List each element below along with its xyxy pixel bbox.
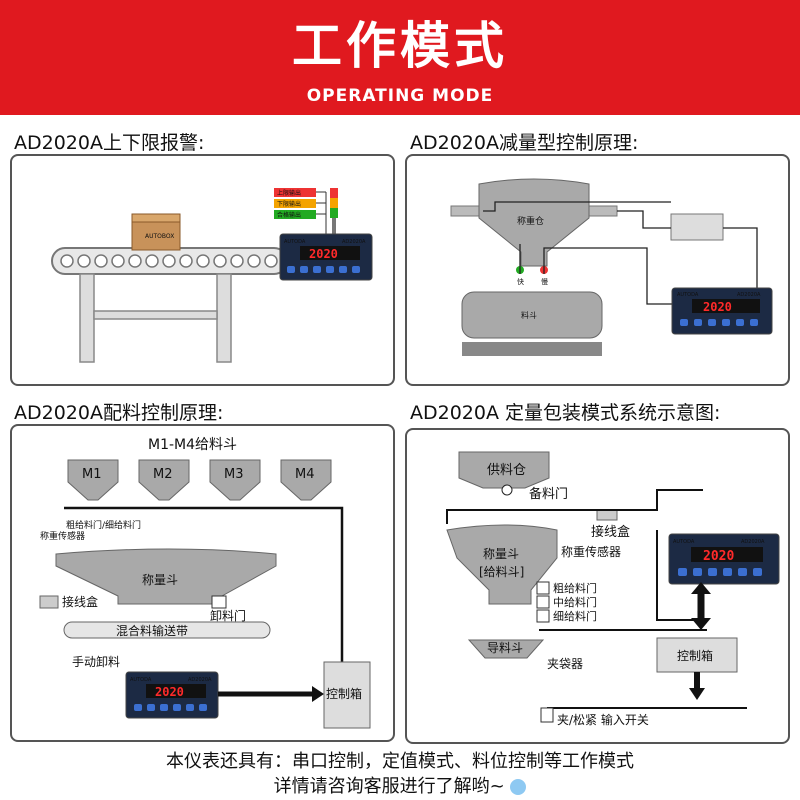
weighing-indicator-3: [125, 671, 219, 719]
feed-hoppers: [67, 459, 332, 501]
signal-wires: [483, 201, 758, 294]
indicator3-display: 2020: [155, 685, 184, 699]
junction-box-icon: [39, 595, 59, 609]
collection-bin: [461, 291, 603, 339]
cardboard-box-icon: [131, 213, 181, 251]
page-subtitle: OPERATING MODE: [306, 86, 494, 106]
control-box-3-label: 控制箱: [326, 686, 362, 701]
smile-icon: [510, 779, 527, 795]
alarm-lights: [274, 188, 316, 219]
bag-clamp-label: 夹袋器: [547, 657, 583, 671]
weigh-hopper-label: 称量斗: [142, 573, 178, 587]
control-wires: [446, 489, 747, 709]
footer-line-2: 详情请咨询客服进行了解哟~: [0, 772, 800, 798]
guide-hopper-label: 导料斗: [487, 641, 523, 655]
junction-box-icon: [596, 509, 618, 521]
alarm-diagram-svg: AUTOBOX 上限输出 下限输出 合格输出 AUTODA AD2020A 20…: [51, 188, 373, 363]
header-banner: 工作模式 OPERATING MODE: [0, 0, 800, 115]
junction-box-icon: [670, 213, 724, 241]
indicator3-model: AD2020A: [188, 677, 212, 683]
box-label: AUTOBOX: [145, 233, 174, 240]
footer-line-2-text: 详情请咨询客服进行了解哟~: [273, 776, 505, 797]
control-box-4-label: 控制箱: [677, 648, 713, 663]
light-upper: 上限输出: [277, 189, 301, 197]
gate-coarse: 粗给料门: [553, 581, 597, 595]
hopper-m3: M3: [224, 467, 244, 482]
feed-hopper-label: [给料斗]: [479, 565, 524, 579]
weighing-indicator-4: [668, 533, 780, 585]
panel3-title: AD2020A配料控制原理:: [14, 402, 224, 424]
control-box-3: [323, 661, 371, 729]
hopper-m4: M4: [295, 467, 315, 482]
light-lower: 下限输出: [277, 200, 301, 208]
indicator-brand: AUTODA: [284, 239, 306, 245]
hopper-m2: M2: [153, 467, 173, 482]
panel2-title: AD2020A减量型控制原理:: [410, 132, 639, 154]
sensor-label: 称重传感器: [561, 544, 621, 559]
panel4-title: AD2020A 定量包装模式系统示意图:: [410, 402, 721, 424]
supply-bin-label: 供料仓: [487, 463, 526, 478]
valve-slow-label: 慢: [541, 277, 548, 286]
collection-bin-label: 料斗: [521, 310, 537, 320]
indicator3-brand: AUTODA: [130, 677, 152, 683]
switch-icon: [540, 707, 554, 723]
panel-packaging-diagram: 供料仓 备料门 接线盒 称量斗 [给料斗] 称重传感器 粗给料门 中给料门 细给…: [405, 428, 790, 744]
panel-reduction-diagram: 称重仓 快 慢 料斗 AUTODA AD2020A 2020: [405, 154, 790, 386]
junction-box-label: 接线盒: [591, 524, 630, 540]
discharge-gate-label: 卸料门: [210, 608, 246, 623]
indicator4-brand: AUTODA: [673, 539, 695, 545]
sensor-label: 称重传感器: [40, 530, 85, 542]
switch-label: 夹/松紧 输入开关: [557, 712, 649, 727]
hoppers-title: M1-M4给料斗: [148, 437, 237, 453]
weigh-hopper: [446, 524, 558, 605]
indicator-display: 2020: [309, 247, 338, 261]
mixing-conveyor: [63, 621, 271, 639]
gate-medium: 中给料门: [553, 595, 597, 609]
manual-discharge-label: 手动卸料: [72, 654, 120, 669]
batching-diagram-svg: M1-M4给料斗 M1 M2 M3 M4 粗给料门/细给料门 称重传感器 称量斗…: [39, 437, 371, 729]
indicator2-model: AD2020A: [737, 292, 761, 298]
supply-bin: [458, 451, 550, 489]
indicator4-display: 2020: [703, 549, 734, 564]
signal-tower-icon: [330, 188, 338, 236]
load-cell-right: [584, 205, 618, 217]
panel-batching-diagram: M1-M4给料斗 M1 M2 M3 M4 粗给料门/细给料门 称重传感器 称量斗…: [10, 424, 395, 742]
conveyor-label: 混合料输送带: [116, 623, 188, 638]
hopper-m1: M1: [82, 467, 102, 482]
reduction-diagram-svg: 称重仓 快 慢 料斗 AUTODA AD2020A 2020: [450, 178, 773, 356]
footer-line-1: 本仪表还具有：串口控制，定值模式、料位控制等工作模式: [166, 751, 634, 772]
panel1-title: AD2020A上下限报警:: [14, 132, 205, 154]
conveyor-legs: [79, 273, 232, 363]
conveyor-rollers: [60, 254, 278, 268]
indicator4-model: AD2020A: [741, 539, 765, 545]
panel-alarm-diagram: AUTOBOX 上限输出 下限输出 合格输出 AUTODA AD2020A 20…: [10, 154, 395, 386]
guide-hopper: [467, 639, 545, 659]
weigh-bin: [478, 178, 590, 267]
gate-label: 粗给料门/细给料门: [66, 519, 141, 531]
load-cell-left: [450, 205, 484, 217]
standby-gate-label: 备料门: [529, 486, 568, 502]
control-box-4: [656, 637, 738, 673]
gate-fine: 细给料门: [553, 609, 597, 623]
page-title: 工作模式: [292, 17, 508, 75]
junction-box-label: 接线盒: [62, 594, 98, 609]
light-ok: 合格输出: [277, 211, 301, 219]
control-wire: [64, 506, 344, 726]
packaging-diagram-svg: 供料仓 备料门 接线盒 称量斗 [给料斗] 称重传感器 粗给料门 中给料门 细给…: [446, 451, 780, 727]
weighing-indicator-2: [671, 287, 773, 335]
weighing-indicator: [279, 233, 373, 281]
bin-label: 称重仓: [517, 215, 544, 227]
weigh-hopper-label: 称量斗: [483, 547, 519, 561]
feed-gates: [536, 581, 550, 623]
valve-fast-label: 快: [517, 277, 524, 286]
standby-gate-icon: [501, 484, 513, 496]
indicator2-brand: AUTODA: [677, 292, 699, 298]
indicator2-display: 2020: [703, 300, 732, 314]
indicator-model: AD2020A: [342, 239, 366, 245]
